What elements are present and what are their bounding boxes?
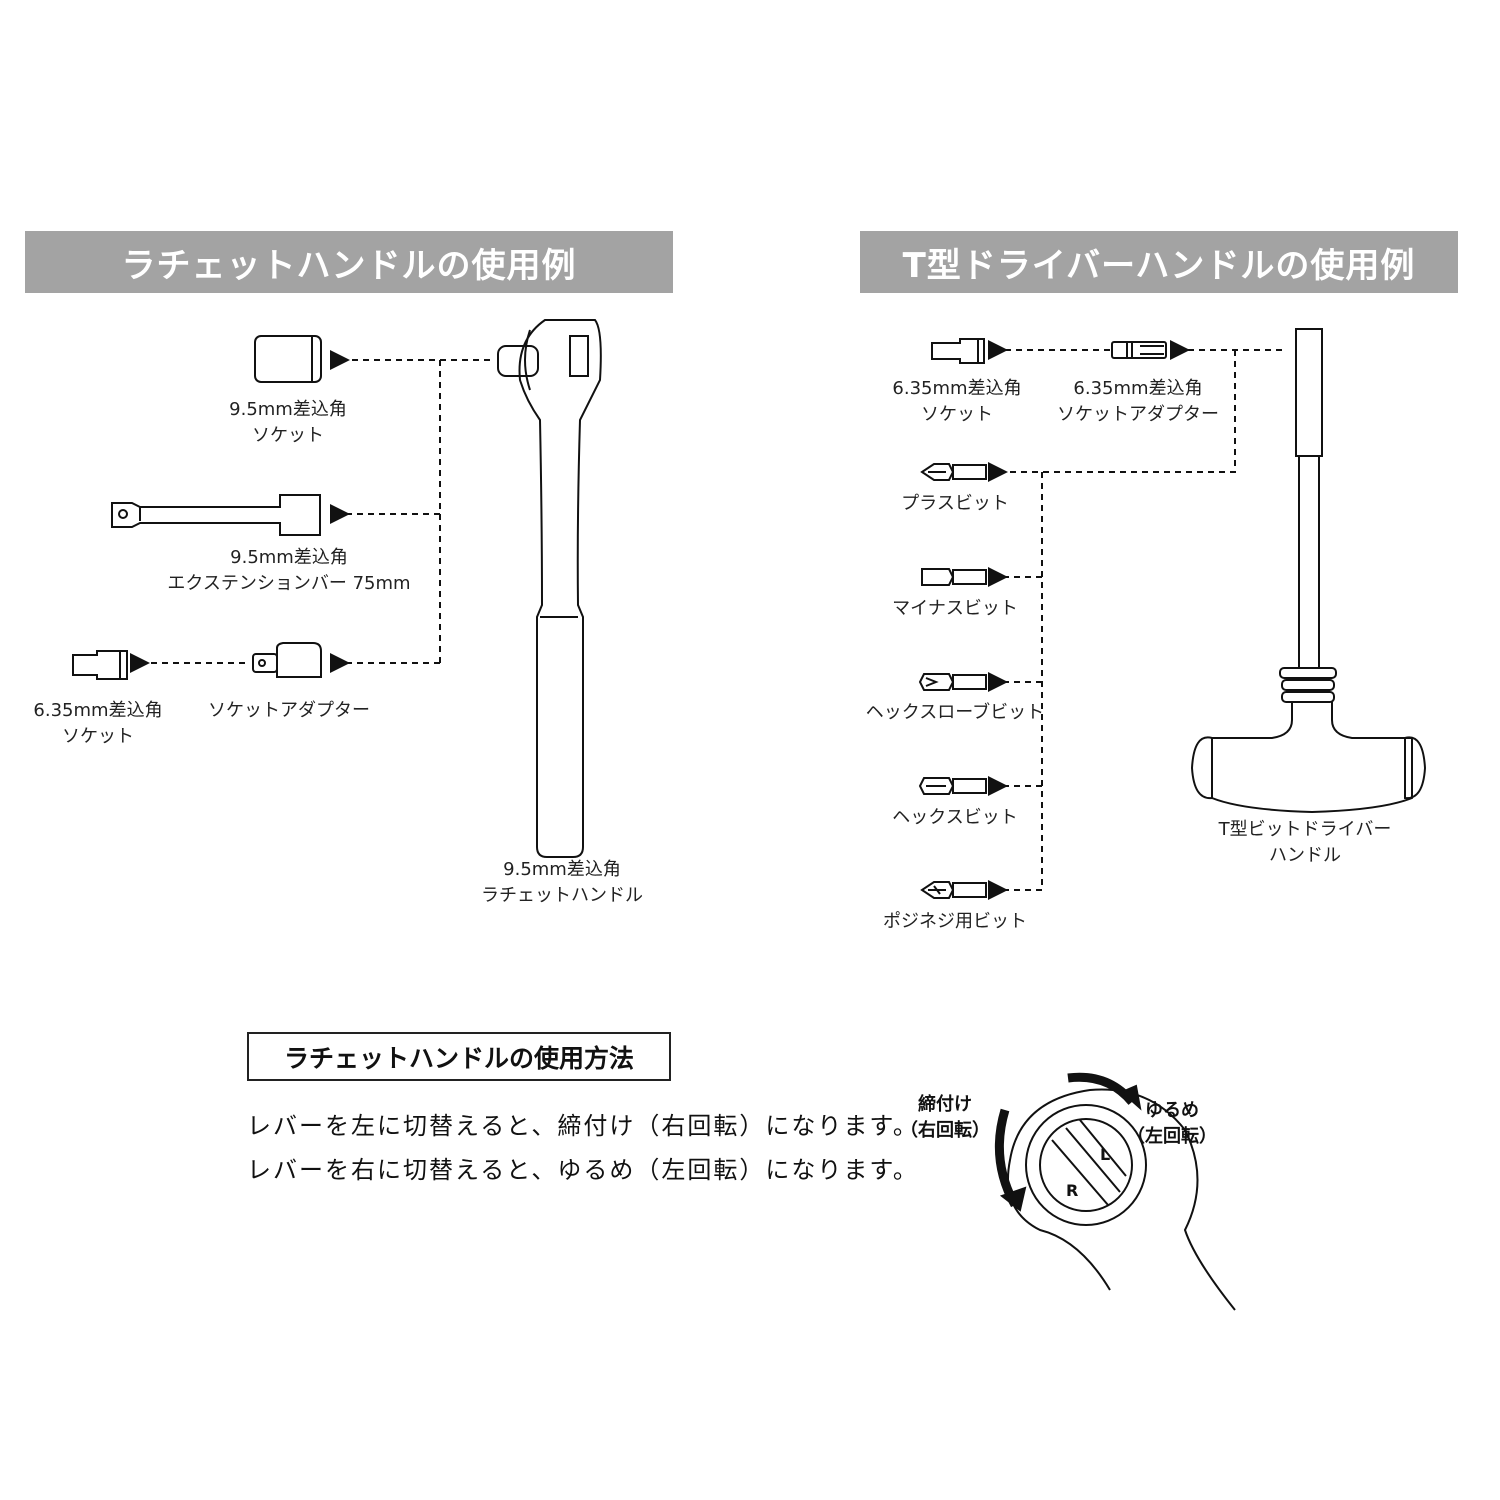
tighten-arrow-icon [994,1108,1019,1208]
label-socket-adapter-6-35: 6.35mm差込角ソケットアダプター [1057,378,1219,425]
t-handle-icon [1190,328,1427,814]
lever-mark-r: R [1066,1181,1078,1200]
t-handle-connectors [988,340,1282,900]
lever-mark-l: L [1100,1145,1110,1164]
label-ratchet-handle: 9.5mm差込角ラチェットハンドル [481,859,643,906]
label-slotted-bit: マイナスビット [892,598,1018,619]
method-line-1: レバーを左に切替えると、締付け（右回転）になります。 [247,1112,919,1140]
phillips-bit-icon [920,463,987,481]
label-socket-6-35: 6.35mm差込角ソケット [33,700,163,747]
ratchet-section-header: ラチェットハンドルの使用例 [25,231,673,293]
label-t-handle: T型ビットドライバーハンドル [1218,819,1392,866]
socket-adapter-icon [252,642,322,678]
label-pozidriv-bit: ポジネジ用ビット [883,911,1027,932]
hex-bit-icon [918,777,987,795]
label-socket-9-5: 9.5mm差込角ソケット [229,399,347,446]
label-hexlobe-bit: ヘックスローブビット [865,702,1045,723]
method-line-2: レバーを右に切替えると、ゆるめ（左回転）になります。 [247,1156,919,1184]
slotted-bit-icon [921,568,987,586]
label-socket-adapter: ソケットアダプター [208,700,370,721]
label-phillips-bit: プラスビット [901,493,1009,514]
ratchet-head-detail-icon [1007,1088,1236,1311]
socket-9-5-icon [254,335,322,383]
tighten-label: 締付け（右回転） [900,1094,990,1141]
socket-6-35-right-icon [931,338,985,364]
hexlobe-bit-icon [918,673,987,691]
loosen-label: ゆるめ（左回転） [1127,1100,1217,1147]
pozidriv-bit-icon [920,881,987,899]
socket-6-35-icon [72,650,128,680]
extension-bar-icon [111,494,321,536]
label-hex-bit: ヘックスビット [892,807,1018,828]
socket-adapter-6-35-icon [1111,341,1167,359]
ratchet-connectors [130,350,490,673]
ratchet-handle-icon [497,319,602,858]
label-extension-bar: 9.5mm差込角エクステンションバー 75mm [167,547,411,594]
label-socket-6-35-right: 6.35mm差込角ソケット [892,378,1022,425]
t-handle-section-header: T型ドライバーハンドルの使用例 [860,231,1458,293]
method-title: ラチェットハンドルの使用方法 [247,1032,671,1081]
